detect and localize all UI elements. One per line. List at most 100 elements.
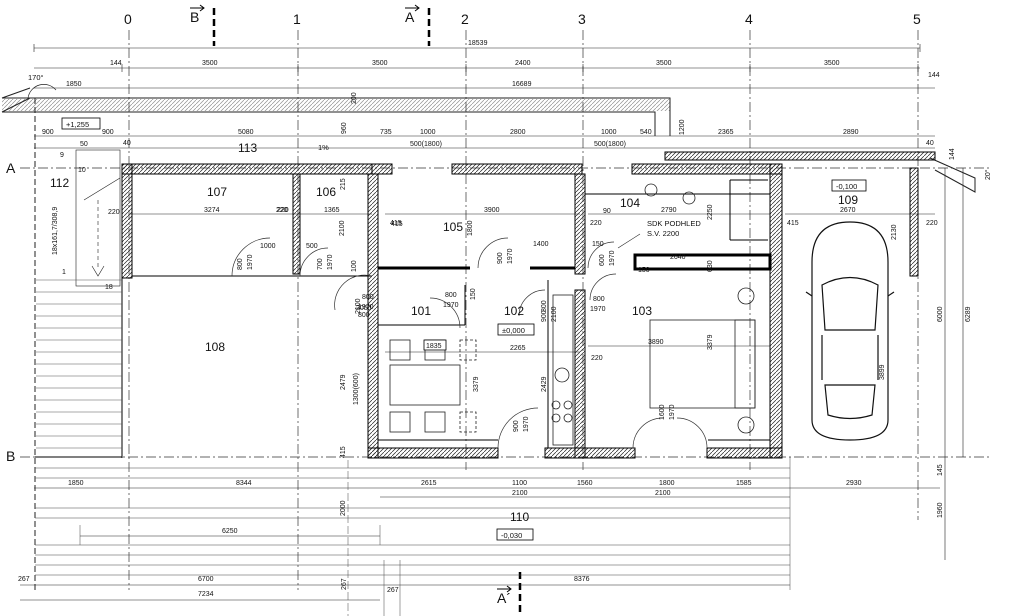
dim-door-20: 2050 bbox=[356, 305, 372, 312]
dim-top-144-right: 144 bbox=[928, 72, 940, 79]
stair-label: 18x161,7/308,9 bbox=[52, 207, 59, 255]
dim-50: 50 bbox=[80, 141, 88, 148]
grid-label-4: 4 bbox=[745, 11, 753, 27]
left-steps bbox=[36, 279, 122, 449]
dim-int-500: 500 bbox=[306, 243, 318, 250]
dim-misc-220: 220 bbox=[277, 207, 289, 214]
section-markers: B A A´ bbox=[190, 4, 522, 612]
dim-bottom-6700: 6700 bbox=[198, 576, 214, 583]
dim-bottom-1560: 1560 bbox=[577, 480, 593, 487]
dim-right-1960: 1960 bbox=[937, 502, 944, 518]
terrace-boards bbox=[35, 457, 791, 616]
dim-bottom-267a: 267 bbox=[18, 576, 30, 583]
dim-misc-90: 90 bbox=[603, 208, 611, 215]
dim-wall-9: 2365 bbox=[718, 129, 734, 136]
dim-wall-1: 900 bbox=[42, 129, 54, 136]
room-105-label: 105 bbox=[443, 220, 463, 234]
dim-960: 960 bbox=[341, 122, 348, 134]
dim-door-7: 800 bbox=[445, 292, 457, 299]
dim-room-w-1: 3274 bbox=[204, 207, 220, 214]
level-boxes bbox=[61, 117, 867, 541]
dim-int-2640: 2640 bbox=[670, 254, 686, 261]
car-outline bbox=[805, 221, 895, 441]
dim-lower-2429: 2429 bbox=[541, 376, 548, 392]
dim-int-2100: 2100 bbox=[339, 220, 346, 236]
grid-label-3: 3 bbox=[578, 11, 586, 27]
dim-lower-1300: 1300(600) bbox=[353, 373, 360, 405]
dim-bay-2: 3500 bbox=[372, 60, 388, 67]
dim-wall-7: 1000 bbox=[601, 129, 617, 136]
section-mark-a-top: A bbox=[405, 9, 415, 25]
dim-bottom-1800: 1800 bbox=[659, 480, 675, 487]
dim-door-18: 1970 bbox=[669, 404, 676, 420]
dim-door-23: 900 bbox=[541, 310, 548, 322]
dim-int-2130: 2130 bbox=[891, 224, 898, 240]
dim-bottom-7234: 7234 bbox=[198, 591, 214, 598]
dim-door-15: 900 bbox=[513, 420, 520, 432]
dim-door-10: 1970 bbox=[590, 306, 606, 313]
dim-wall-10: 2890 bbox=[843, 129, 859, 136]
dim-bottom-267c: 267 bbox=[387, 587, 399, 594]
slope-label: 1% bbox=[318, 143, 329, 152]
stair-count: 18 bbox=[105, 284, 113, 291]
dim-int-1800: 1800 bbox=[467, 220, 474, 236]
dim-door-5: 900 bbox=[497, 252, 504, 264]
dim-window-1: 500(1800) bbox=[410, 141, 442, 148]
dim-door-19: 800 bbox=[358, 312, 370, 319]
dim-window-2: 500(1800) bbox=[594, 141, 626, 148]
ceiling-note-2: S.V. 2200 bbox=[647, 229, 679, 238]
dim-wall-2: 900 bbox=[102, 129, 114, 136]
level-living: ±0,000 bbox=[502, 326, 525, 335]
dim-bottom-2000: 2000 bbox=[340, 500, 347, 516]
dim-wall-4: 735 bbox=[380, 129, 392, 136]
dim-bottom-1585: 1585 bbox=[736, 480, 752, 487]
interior-lines bbox=[35, 179, 772, 458]
dim-misc-415b: 415 bbox=[391, 221, 403, 228]
dim-bay-1: 3500 bbox=[202, 60, 218, 67]
grid-label-0: 0 bbox=[124, 11, 132, 27]
dim-right-6289: 6289 bbox=[965, 306, 972, 322]
dim-wall-12: 40 bbox=[926, 140, 934, 147]
dim-bottom-2930: 2930 bbox=[846, 480, 862, 487]
dim-room-w-7: 2790 bbox=[661, 207, 677, 214]
dim-wall-3: 5080 bbox=[238, 129, 254, 136]
room-107-label: 107 bbox=[207, 185, 227, 199]
dim-int-2250: 2250 bbox=[707, 204, 714, 220]
dimension-lines bbox=[20, 44, 964, 601]
room-110-label: 110 bbox=[510, 510, 529, 524]
dim-door-2: 1970 bbox=[247, 254, 254, 270]
dim-bottom-1100: 1100 bbox=[512, 480, 527, 487]
room-102-label: 102 bbox=[504, 304, 524, 318]
level-labels: +1,255 ±0,000 -0,100 -0,030 bbox=[66, 120, 857, 540]
dim-room-w-6: 220 bbox=[590, 220, 602, 227]
grid-label-2: 2 bbox=[461, 11, 469, 27]
dim-misc-144: 144 bbox=[949, 148, 956, 160]
dim-door-21: 2100 bbox=[355, 298, 362, 314]
dim-bottom-2100a: 2100 bbox=[512, 490, 528, 497]
dim-wall-11: 40 bbox=[123, 140, 131, 147]
dim-lower-3379b: 3379 bbox=[707, 334, 714, 350]
dim-lower-3899: 3899 bbox=[879, 364, 886, 380]
room-106-label: 106 bbox=[316, 185, 336, 199]
dim-door-24: 2100 bbox=[551, 306, 558, 322]
dim-room-w-3: 1365 bbox=[324, 207, 340, 214]
eave-outline bbox=[1, 87, 976, 590]
dim-200: 200 bbox=[351, 92, 358, 104]
dim-eave-16689: 16689 bbox=[512, 81, 532, 88]
dim-bay-3: 2400 bbox=[515, 60, 531, 67]
dim-int-1000: 1000 bbox=[260, 243, 276, 250]
stair-1: 1 bbox=[62, 269, 66, 276]
level-entrance: +1,255 bbox=[66, 120, 89, 129]
dimension-texts: 18539 144 144 3500 3500 2400 3500 3500 1… bbox=[18, 40, 992, 598]
dim-top-total: 18539 bbox=[468, 40, 488, 47]
dim-room-w-4: 415 bbox=[390, 220, 402, 227]
dim-int-220: 220 bbox=[108, 209, 120, 216]
dim-bottom-2615: 2615 bbox=[421, 480, 437, 487]
dim-wall-5: 1000 bbox=[420, 129, 436, 136]
room-108-label: 108 bbox=[205, 340, 225, 354]
exterior-walls bbox=[121, 151, 936, 459]
stair-10: 10 bbox=[78, 167, 86, 174]
dim-door-25: 100 bbox=[351, 260, 358, 272]
dim-door-16: 1970 bbox=[523, 416, 530, 432]
